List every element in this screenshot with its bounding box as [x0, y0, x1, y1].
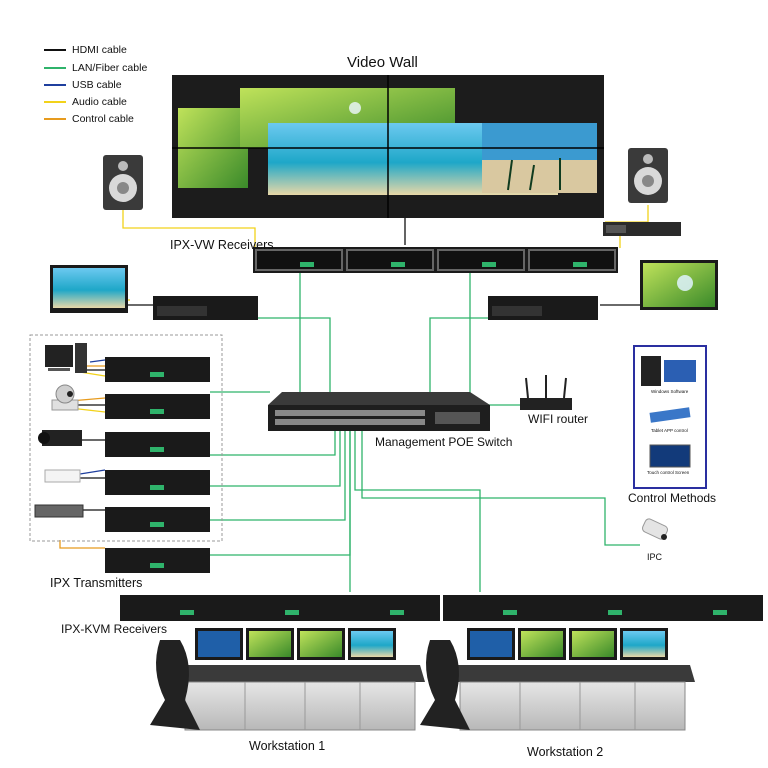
transmitter-box: [105, 507, 210, 532]
legend-item-audio: Audio cable: [44, 95, 127, 109]
ptz-camera-icon: [51, 384, 79, 411]
control-item-touch: Touch control Screen: [647, 470, 690, 475]
audio-cable: [605, 205, 649, 223]
lan-cable: [255, 317, 331, 395]
lan-cable: [361, 430, 640, 546]
workstation-1-label: Workstation 1: [249, 739, 326, 753]
poe-switch: [268, 392, 490, 431]
transmitter-box: [105, 432, 210, 457]
video-wall: [172, 75, 604, 218]
transmitter-box: [105, 470, 210, 495]
legend-item-lan: LAN/Fiber cable: [44, 61, 147, 75]
receiver-right: [488, 296, 598, 320]
lan-cable: [429, 317, 490, 395]
control-cable: [59, 540, 105, 549]
lan-cable: [210, 430, 336, 456]
control-item-windows: Windows Software: [651, 389, 689, 394]
workstation-1: [150, 628, 425, 731]
monitor-left: [50, 265, 128, 313]
lan-cable: [210, 430, 346, 521]
monitor-right: [640, 260, 718, 310]
legend-item-hdmi: HDMI cable: [44, 43, 127, 57]
video-wall-label: Video Wall: [347, 54, 418, 71]
transmitter-group: [29, 334, 223, 542]
speaker-left: [103, 155, 143, 210]
legend-item-usb: USB cable: [44, 78, 122, 92]
wifi-router: [520, 375, 572, 410]
legend-item-control: Control cable: [44, 112, 134, 126]
lan-cable: [210, 430, 351, 556]
lan-cable: [210, 430, 341, 487]
ipc-label: IPC: [647, 552, 663, 562]
vw-receivers-label: IPX-VW Receivers: [170, 238, 274, 252]
transmitters: [105, 357, 210, 573]
kvm-receivers-label: IPX-KVM Receivers: [61, 622, 168, 636]
nvr-icon: [34, 504, 84, 518]
transmitter-box: [105, 548, 210, 573]
media-player-icon: [44, 469, 81, 483]
lan-cable: [354, 430, 481, 592]
workstation-2-label: Workstation 2: [527, 745, 604, 759]
usb-cable: [89, 359, 106, 363]
pc-icon: [45, 343, 87, 373]
camcorder-icon: [38, 430, 82, 446]
amplifier: [603, 222, 681, 236]
vw-receivers: [253, 247, 618, 273]
wifi-label: WIFI router: [528, 412, 589, 426]
kvm-receivers-1: [120, 595, 440, 621]
control-item-tablet: Tablet APP control: [651, 428, 688, 433]
receiver-left: [153, 296, 258, 320]
kvm-receivers-2: [443, 595, 763, 621]
control-methods-box: [633, 345, 707, 489]
transmitter-box: [105, 357, 210, 382]
audio-cable: [122, 210, 256, 248]
transmitters-label: IPX Transmitters: [50, 576, 143, 590]
transmitter-box: [105, 394, 210, 419]
workstation-2: [420, 628, 695, 731]
usb-cable: [79, 469, 106, 475]
control-methods-label: Control Methods: [628, 491, 717, 505]
ipc-camera: [641, 518, 669, 540]
switch-label: Management POE Switch: [375, 435, 513, 449]
speaker-right: [628, 148, 668, 203]
lan-cable: [469, 269, 520, 395]
